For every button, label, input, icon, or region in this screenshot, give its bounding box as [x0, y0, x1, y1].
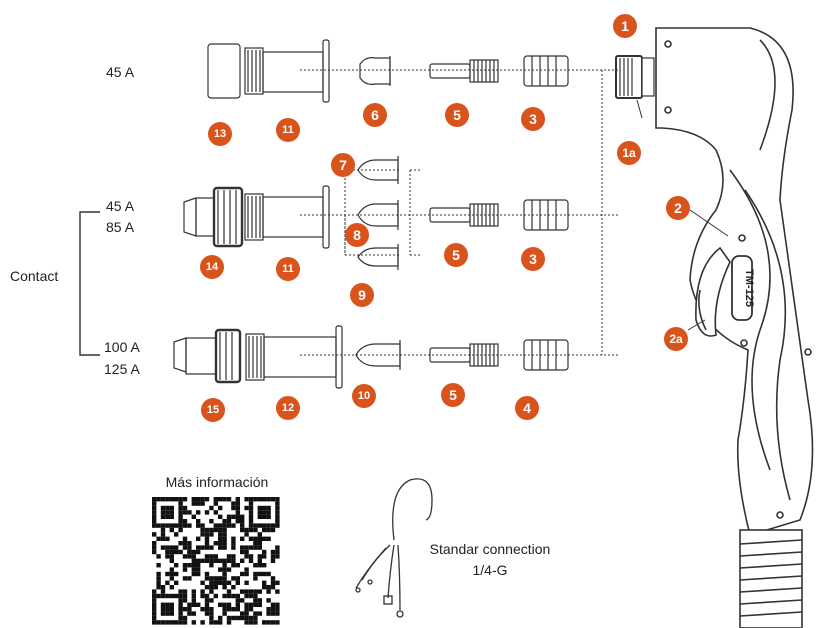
- part-11-nozzle-retaining-cap: [245, 40, 329, 102]
- row2-amp-label-a: 45 A: [106, 198, 134, 214]
- badge-11-row2: 11: [276, 257, 300, 281]
- part-1-torch-head-thread: [616, 56, 654, 98]
- part-9-nozzle: [358, 244, 398, 270]
- badge-8: 8: [345, 223, 369, 247]
- badge-7: 7: [331, 153, 355, 177]
- badge-5-row1: 5: [445, 103, 469, 127]
- part-3-swirl-ring: [524, 56, 568, 86]
- part-15-contact-cap: [174, 330, 240, 382]
- badge-10: 10: [352, 384, 376, 408]
- torch-model-label: TM-125: [743, 269, 755, 307]
- badge-5-row2: 5: [444, 243, 468, 267]
- badge-12: 12: [276, 396, 300, 420]
- badge-3-row2: 3: [521, 247, 545, 271]
- part-12-nozzle-retaining-cap: [246, 326, 342, 388]
- badge-6: 6: [363, 103, 387, 127]
- row3-amp-label-b: 125 A: [104, 361, 140, 377]
- badge-13: 13: [208, 122, 232, 146]
- connection-label-line1: Standar connection: [405, 541, 575, 557]
- badge-5-row3: 5: [441, 383, 465, 407]
- part-13-shield-cap: [208, 44, 240, 98]
- row3-amp-label-a: 100 A: [104, 339, 140, 355]
- badge-15: 15: [201, 398, 225, 422]
- part-14-contact-cap: [184, 188, 242, 246]
- row1-amp-label: 45 A: [106, 64, 134, 80]
- qr-code[interactable]: [152, 497, 284, 625]
- contact-label: Contact: [10, 268, 58, 284]
- part-6-nozzle: [360, 56, 390, 86]
- badge-4: 4: [515, 396, 539, 420]
- part-5-electrode: [430, 60, 498, 82]
- badge-2: 2: [666, 196, 690, 220]
- badge-3-row1: 3: [521, 107, 545, 131]
- row2-amp-label-b: 85 A: [106, 219, 134, 235]
- torch-hose: [740, 530, 802, 628]
- badge-11-row1: 11: [276, 118, 300, 142]
- badge-1a: 1a: [617, 141, 641, 165]
- part-11-nozzle-retaining-cap-b: [245, 186, 329, 248]
- badge-14: 14: [200, 255, 224, 279]
- badge-9: 9: [350, 283, 374, 307]
- contact-bracket: [80, 212, 100, 355]
- badge-2a: 2a: [664, 327, 688, 351]
- badge-1: 1: [613, 14, 637, 38]
- connection-label-line2: 1/4-G: [405, 562, 575, 578]
- qr-caption: Más información: [147, 474, 287, 490]
